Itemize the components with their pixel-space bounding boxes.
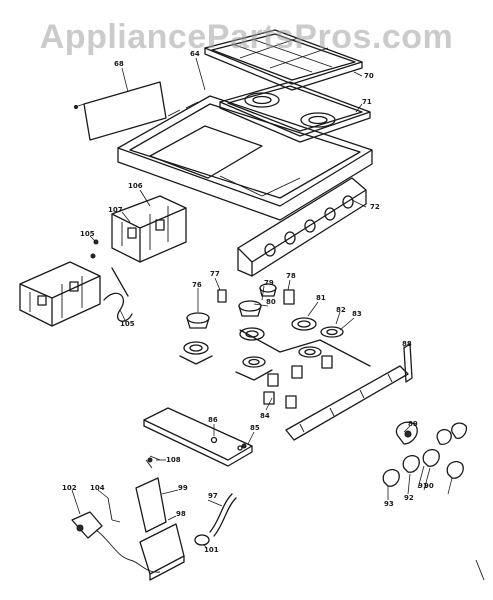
callout-98: 98 (176, 510, 186, 518)
callout-83: 83 (352, 310, 362, 318)
burner-assemblies (179, 283, 344, 409)
burner-box-top (219, 81, 371, 143)
main-top (117, 95, 373, 221)
callout-84: 84 (260, 412, 270, 420)
manifold-panel (237, 177, 367, 277)
callout-72: 72 (370, 203, 380, 211)
callout-107: 107 (108, 206, 123, 214)
callout-90: 90 (424, 482, 434, 490)
callout-104: 104 (90, 484, 105, 492)
callout-108: 108 (166, 456, 181, 464)
callout-106: 106 (128, 182, 143, 190)
callout-80: 80 (266, 298, 276, 306)
access-panel (73, 81, 167, 141)
gas-manifold-pipe (239, 329, 413, 441)
callout-88: 88 (402, 340, 412, 348)
callout-64: 64 (190, 50, 200, 58)
callout-77: 77 (210, 270, 220, 278)
callout-97: 97 (208, 492, 218, 500)
callout-93: 93 (384, 500, 394, 508)
fasteners (147, 443, 485, 581)
callout-101: 101 (204, 546, 219, 554)
callout-68: 68 (114, 60, 124, 68)
callout-76: 76 (192, 281, 202, 289)
callout-105-lower: 105 (120, 320, 135, 328)
callout-99: 99 (178, 484, 188, 492)
ignition-module-upper (90, 195, 187, 263)
callout-82: 82 (336, 306, 346, 314)
callout-labels: 64 68 70 71 72 106 107 105 105 77 78 79 … (62, 50, 434, 554)
callout-70: 70 (364, 72, 374, 80)
callout-79: 79 (264, 279, 274, 287)
callout-86: 86 (208, 416, 218, 424)
callout-89: 89 (408, 420, 418, 428)
callout-85: 85 (250, 424, 260, 432)
mounting-bracket (143, 407, 253, 469)
callout-71: 71 (362, 98, 372, 106)
burner-grate (204, 29, 363, 91)
oven-control-assembly (71, 477, 237, 581)
callout-102: 102 (62, 484, 77, 492)
callout-105-upper: 105 (80, 230, 95, 238)
callout-91: 91 (418, 482, 428, 490)
callout-92: 92 (404, 494, 414, 502)
callout-81: 81 (316, 294, 326, 302)
ignition-module-lower (19, 261, 133, 327)
control-knobs (382, 421, 468, 487)
callout-78: 78 (286, 272, 296, 280)
leader-lines (71, 57, 453, 549)
